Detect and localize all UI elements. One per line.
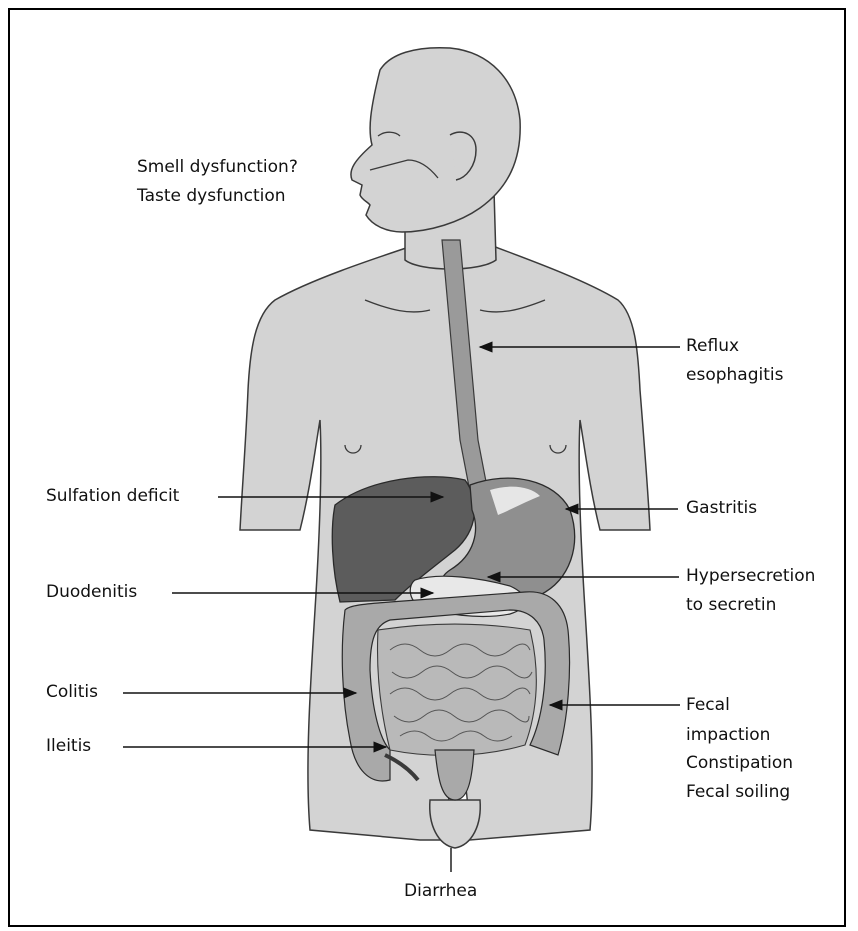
label-ileitis: Ileitis — [46, 732, 91, 761]
label-fecal-soiling: Fecal soiling — [686, 778, 790, 807]
label-colitis: Colitis — [46, 678, 98, 707]
label-duodenitis: Duodenitis — [46, 578, 137, 607]
label-reflux: Reflux — [686, 332, 739, 361]
label-impaction: impaction — [686, 721, 770, 750]
label-fecal: Fecal — [686, 691, 730, 720]
label-hypersecretion: Hypersecretion — [686, 562, 815, 591]
label-gastritis: Gastritis — [686, 494, 757, 523]
label-sulfation-deficit: Sulfation deficit — [46, 482, 179, 511]
label-to-secretin: to secretin — [686, 591, 776, 620]
label-diarrhea: Diarrhea — [404, 877, 477, 906]
diagram-frame: Smell dysfunction? Taste dysfunction Ref… — [8, 8, 846, 927]
label-taste-dysfunction: Taste dysfunction — [137, 182, 286, 211]
label-smell-dysfunction: Smell dysfunction? — [137, 153, 298, 182]
label-constipation: Constipation — [686, 749, 793, 778]
label-esophagitis: esophagitis — [686, 361, 783, 390]
